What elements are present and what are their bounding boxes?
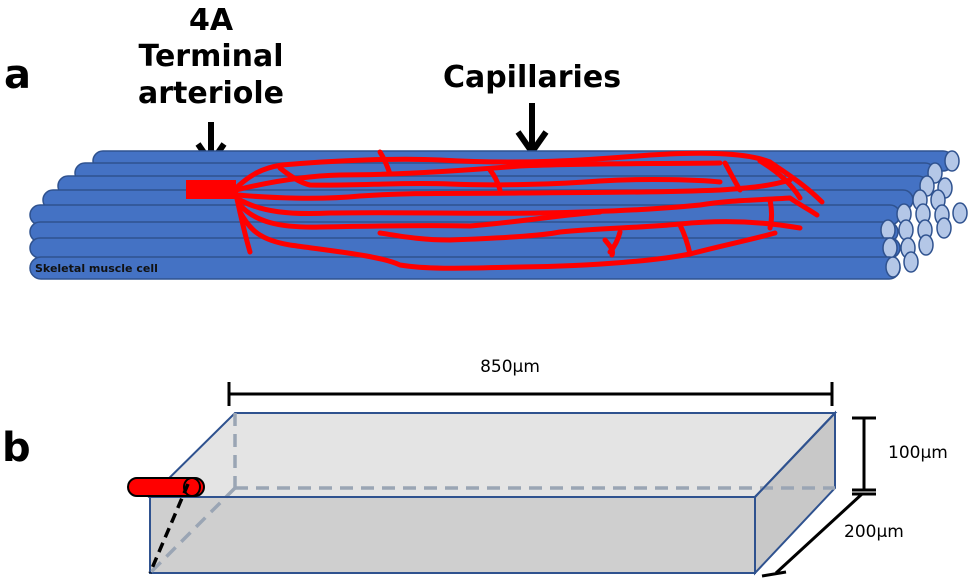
length-label: 850μm	[480, 357, 540, 377]
arteriole-label-line-3: arteriole	[138, 76, 284, 111]
depth-dimension	[761, 492, 876, 578]
panel-b-letter: b	[2, 425, 31, 471]
height-dimension	[852, 416, 876, 492]
arteriole-label-line-2: Terminal	[138, 39, 283, 74]
arteriole-label-line-1: 4A	[189, 3, 234, 38]
skeletal-muscle-cell-label: Skeletal muscle cell	[35, 262, 158, 275]
terminal-arteriole	[186, 180, 236, 199]
arteriole-label: 4A Terminal arteriole	[138, 3, 284, 111]
arteriole-entry	[127, 477, 205, 574]
length-dimension	[227, 382, 834, 406]
depth-label: 200μm	[844, 522, 904, 542]
capillaries-label: Capillaries	[443, 60, 621, 95]
height-label: 100μm	[888, 443, 948, 463]
capillaries-arrow	[515, 103, 549, 158]
panel-a-letter: a	[4, 52, 31, 98]
box-front-face	[149, 496, 756, 574]
capillary-network	[232, 149, 825, 271]
tissue-volume-box	[147, 410, 838, 576]
box-top-face	[147, 412, 838, 498]
